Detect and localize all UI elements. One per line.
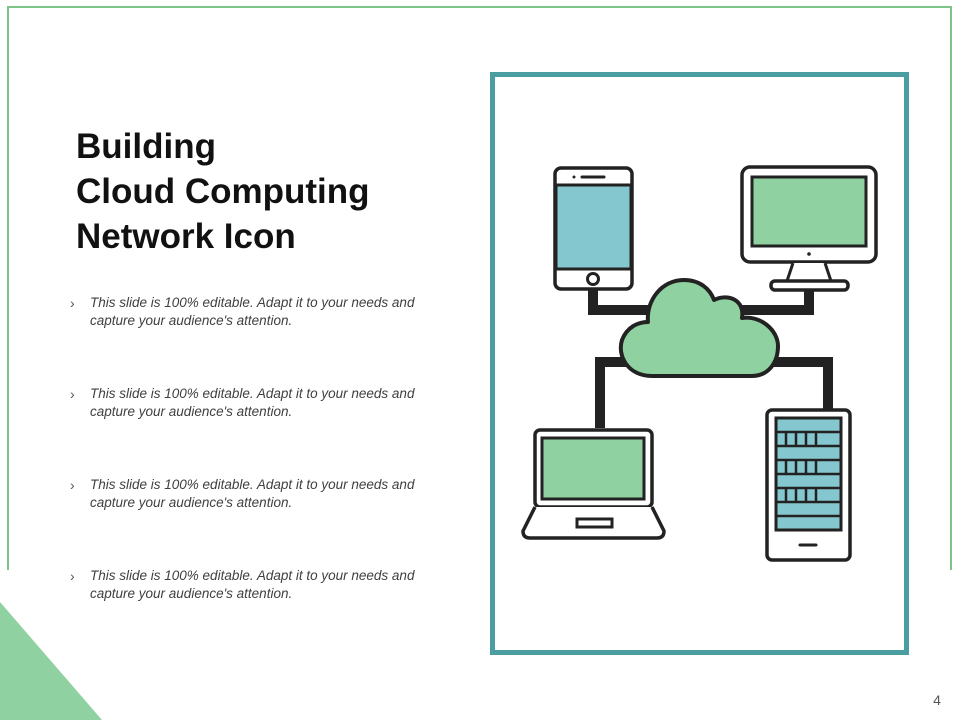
bullet-item: › This slide is 100% editable. Adapt it … [70, 294, 460, 385]
bullet-text: This slide is 100% editable. Adapt it to… [90, 295, 415, 328]
bullet-list: › This slide is 100% editable. Adapt it … [70, 294, 460, 658]
title-line-3: Network Icon [76, 217, 296, 256]
cloud-icon [618, 278, 780, 378]
network-illustration-frame [490, 72, 909, 655]
smartphone-icon [553, 166, 634, 291]
bullet-text: This slide is 100% editable. Adapt it to… [90, 386, 415, 419]
title-line-1: Building [76, 127, 216, 166]
corner-triangle [0, 602, 102, 720]
bullet-item: › This slide is 100% editable. Adapt it … [70, 385, 460, 476]
laptop-icon [521, 428, 666, 540]
slide-frame [7, 6, 952, 570]
chevron-right-icon: › [70, 477, 75, 493]
bullet-text: This slide is 100% editable. Adapt it to… [90, 477, 415, 510]
title-line-2: Cloud Computing [76, 172, 370, 211]
chevron-right-icon: › [70, 386, 75, 402]
bullet-item: › This slide is 100% editable. Adapt it … [70, 476, 460, 567]
slide-title: Building Cloud Computing Network Icon [76, 124, 370, 259]
cloud-network-illustration [521, 165, 878, 562]
chevron-right-icon: › [70, 295, 75, 311]
desktop-monitor-icon [740, 165, 878, 292]
chevron-right-icon: › [70, 568, 75, 584]
bullet-text: This slide is 100% editable. Adapt it to… [90, 568, 415, 601]
bullet-item: › This slide is 100% editable. Adapt it … [70, 567, 460, 658]
page-number: 4 [933, 692, 941, 708]
server-rack-icon [765, 408, 852, 562]
